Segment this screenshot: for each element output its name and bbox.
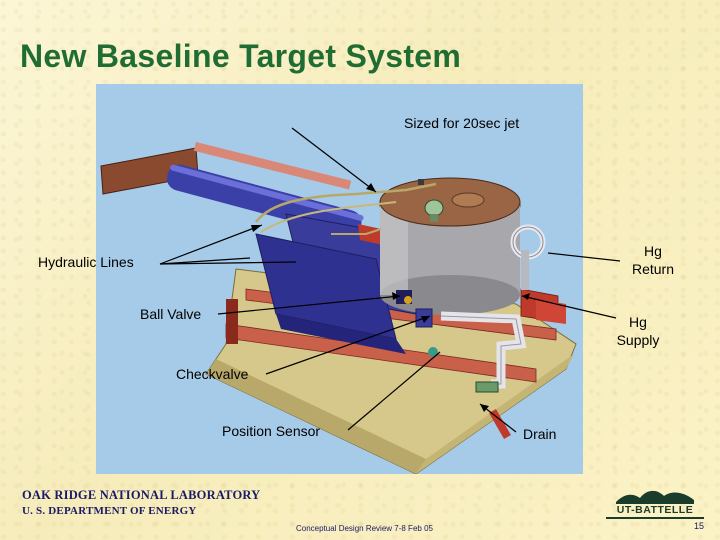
label-position-sensor: Position Sensor (222, 423, 321, 439)
label-ball-valve: Ball Valve (140, 306, 202, 322)
callout-line-hydraulic-2 (159, 261, 297, 265)
arrowhead-hydraulic (251, 225, 262, 232)
target-system-diagram (96, 84, 583, 474)
ornl-name: OAK RIDGE NATIONAL LABORATORY (22, 488, 261, 502)
label-drain: Drain (523, 426, 557, 442)
doe-name: U. S. DEPARTMENT OF ENERGY (22, 505, 197, 517)
callout-line-position-sensor (347, 351, 441, 431)
page-number: 15 (694, 521, 705, 531)
caption-sized-for-20sec-jet: Sized for 20sec jet (404, 115, 520, 131)
label-hydraulic-lines: Hydraulic Lines (38, 254, 134, 270)
arrowhead-hg-supply (522, 293, 530, 300)
logo-underline (606, 517, 704, 519)
callout-line-hydraulic-1 (159, 224, 263, 265)
callout-line-checkvalve (265, 315, 431, 375)
callout-line-hydraulic-3 (159, 257, 251, 265)
label-hg-supply-line1: Hg (629, 314, 647, 330)
label-hg-supply-line2: Supply (616, 332, 660, 348)
callout-line-ball-valve (217, 295, 401, 315)
ut-battelle-logo-icon (616, 490, 694, 504)
label-hg-return-line2: Return (631, 261, 675, 277)
arrowhead-ball-valve (392, 292, 400, 300)
ut-battelle-logo-text: UT-BATTELLE (616, 504, 694, 516)
callout-line-hg-supply (521, 295, 617, 319)
label-hg-supply: Hg Supply (610, 313, 666, 349)
callout-line-sized-for (291, 127, 377, 193)
label-checkvalve: Checkvalve (176, 366, 249, 382)
label-hg-return-line1: Hg (644, 243, 662, 259)
arrowhead-drain (480, 404, 489, 412)
arrowhead-sized-for (366, 183, 376, 192)
label-hg-return: Hg Return (624, 242, 682, 278)
review-footer-text: Conceptual Design Review 7-8 Feb 05 (296, 524, 433, 533)
callout-line-hg-return (547, 252, 621, 262)
target-system-illustration (100, 142, 577, 474)
arrowhead-checkvalve (421, 316, 430, 323)
slide-title: New Baseline Target System (20, 38, 462, 74)
